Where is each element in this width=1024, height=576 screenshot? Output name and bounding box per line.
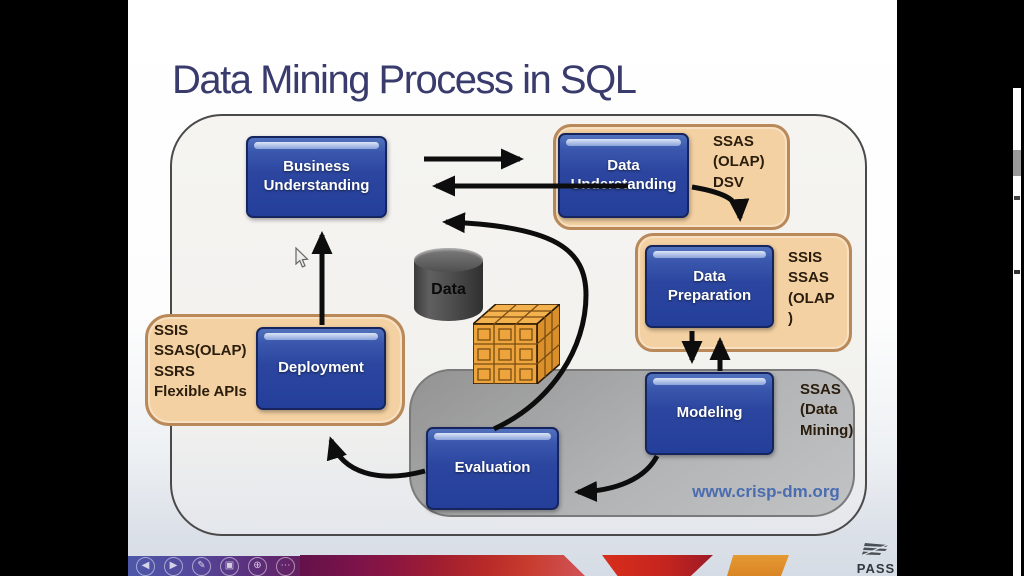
pass-logo-text: PASS	[856, 561, 896, 576]
node-business-understanding-label: Business Understanding	[263, 158, 370, 194]
scrollbar[interactable]	[1013, 88, 1021, 576]
webinar-toolbar: ◀ ▶ ✎ ▣ ⊕ ⋯	[128, 556, 318, 576]
node-data-understanding-label: Data Understanding	[570, 156, 677, 193]
node-data-preparation: Data Preparation	[645, 245, 774, 328]
node-modeling: Modeling	[645, 372, 774, 455]
crisp-dm-link: www.crisp-dm.org	[692, 482, 840, 501]
letterbox-right	[897, 0, 1024, 576]
pen-annotate-icon[interactable]: ✎	[192, 556, 211, 576]
modeling-tools: SSAS (Data Mining)	[800, 381, 854, 439]
data-cylinder-top-icon	[414, 248, 483, 272]
presentation-slide: Data Mining Process in SQL Data Business…	[128, 0, 897, 576]
node-deployment: Deployment	[256, 327, 386, 410]
conference-art-maroon	[300, 555, 585, 576]
node-deployment-label: Deployment	[278, 359, 364, 377]
node-modeling-label: Modeling	[676, 404, 743, 422]
node-data-understanding: Data Understanding	[558, 133, 689, 218]
data-understanding-tools: SSAS (OLAP) DSV	[713, 133, 765, 191]
scrollbar-mark-2	[1014, 270, 1020, 274]
zoom-icon[interactable]: ⊕	[248, 556, 267, 576]
scrollbar-thumb[interactable]	[1013, 150, 1021, 176]
next-slide-icon[interactable]: ▶	[164, 556, 183, 576]
olap-cube-icon	[473, 304, 560, 384]
node-evaluation-label: Evaluation	[454, 459, 531, 477]
page-title: Data Mining Process in SQL	[172, 58, 637, 102]
data-cylinder-label: Data	[431, 281, 466, 298]
node-evaluation: Evaluation	[426, 427, 559, 510]
node-data-preparation-label: Data Preparation	[667, 267, 752, 304]
scrollbar-mark-1	[1014, 196, 1020, 200]
node-business-understanding: Business Understanding	[246, 136, 387, 218]
conference-art-orange	[727, 555, 789, 576]
data-preparation-tools: SSIS SSAS (OLAP )	[788, 249, 835, 327]
conference-art-red	[602, 555, 713, 576]
more-options-icon[interactable]: ⋯	[276, 556, 295, 576]
pass-logo: PASS	[850, 542, 902, 575]
previous-slide-icon[interactable]: ◀	[136, 556, 155, 576]
pass-flag-icon	[862, 543, 890, 556]
slide-thumbnails-icon[interactable]: ▣	[220, 556, 239, 576]
deployment-tools: SSIS SSAS(OLAP) SSRS Flexible APIs	[154, 322, 247, 400]
